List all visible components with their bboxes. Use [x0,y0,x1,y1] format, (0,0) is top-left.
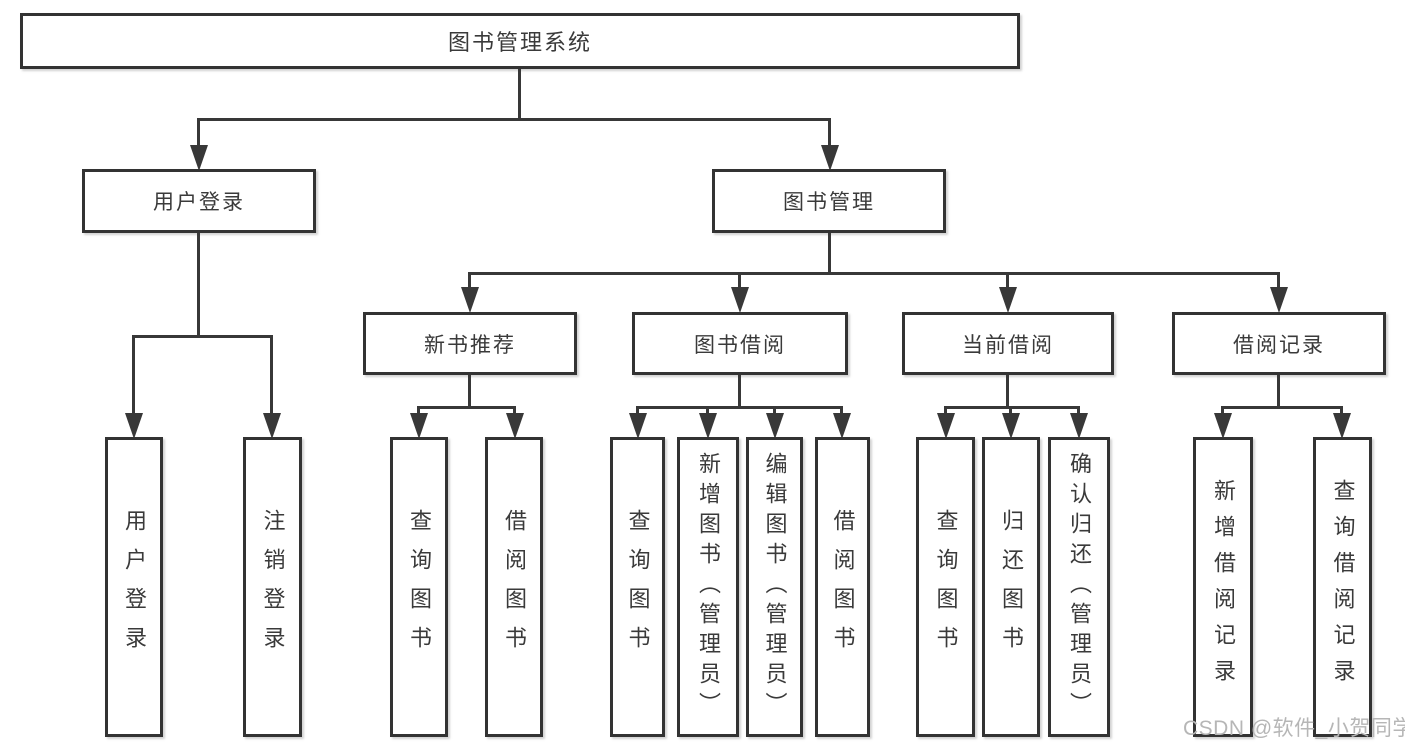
arrow-down-icon [506,413,524,439]
arrow-down-icon [699,413,717,439]
leaf-return-books: 归还图书 [982,437,1040,737]
leaf-label: 查询借阅记录 [1330,479,1356,695]
arrow-down-icon [125,413,143,439]
arrow-down-icon [1333,413,1351,439]
connector-rail [944,406,1080,409]
leaf-label: 新增图书（管理员） [696,452,721,722]
leaf-label: 用户登录 [122,509,147,665]
connector-book-mgmt-stem [828,233,831,275]
node-current-borrow: 当前借阅 [902,312,1114,375]
leaf-label: 借阅图书 [830,509,856,665]
node-user-login: 用户登录 [82,169,316,233]
connector-stem [1277,375,1280,409]
leaf-user-login: 用户登录 [105,437,163,737]
connector-stem [1009,406,1012,416]
leaf-logout: 注销登录 [243,437,302,737]
leaf-label: 编辑图书（管理员） [762,452,788,722]
arrow-down-icon [999,287,1017,313]
leaf-add-borrow-record: 新增借阅记录 [1193,437,1253,737]
connector-level1-rail [197,118,831,121]
connector-stem [1006,272,1009,290]
connector-stem [1340,406,1343,416]
connector-level2-rail [468,272,1280,275]
connector-stem [1277,272,1280,290]
connector-rail [636,406,843,409]
leaf-label: 查询图书 [407,509,432,665]
connector-user-login-stem [197,233,200,338]
node-label: 图书管理系统 [447,30,592,55]
leaf-query-borrow-record: 查询借阅记录 [1313,437,1372,737]
connector-rail [417,406,516,409]
connector-stem [1077,406,1080,416]
node-label: 新书推荐 [424,333,516,357]
node-borrow-records: 借阅记录 [1172,312,1386,375]
connector-stem [1006,375,1009,409]
node-label: 用户登录 [153,191,245,214]
connector-stem [773,406,776,416]
leaf-label: 查询图书 [933,509,959,665]
connector-stem [270,335,273,415]
connector-stem [513,406,516,416]
leaf-query-books-borrow: 查询图书 [610,437,665,737]
leaf-add-books-admin: 新增图书（管理员） [677,437,739,737]
connector-stem [828,118,831,147]
arrow-down-icon [1270,287,1288,313]
leaf-label: 确认归还（管理员） [1067,452,1092,722]
leaf-borrow-books-recommend: 借阅图书 [485,437,543,737]
connector-user-login-rail [132,335,273,338]
leaf-label: 借阅图书 [502,509,527,665]
leaf-label: 注销登录 [260,509,286,665]
leaf-edit-books-admin: 编辑图书（管理员） [746,437,803,737]
arrow-down-icon [410,413,428,439]
arrow-down-icon [1002,413,1020,439]
arrow-down-icon [833,413,851,439]
arrow-down-icon [461,287,479,313]
connector-stem [840,406,843,416]
connector-root-stem [518,69,521,121]
node-label: 当前借阅 [962,333,1054,357]
node-new-book-recommend: 新书推荐 [363,312,577,375]
arrow-down-icon [766,413,784,439]
leaf-borrow-books: 借阅图书 [815,437,870,737]
arrow-down-icon [629,413,647,439]
arrow-down-icon [1214,413,1232,439]
node-label: 图书管理 [783,191,875,214]
connector-stem [738,375,741,409]
connector-stem [132,335,135,415]
connector-stem [417,406,420,416]
leaf-label: 归还图书 [999,509,1024,665]
arrow-down-icon [1070,413,1088,439]
arrow-down-icon [937,413,955,439]
connector-stem [738,272,741,290]
leaf-label: 新增借阅记录 [1211,479,1236,695]
node-book-management: 图书管理 [712,169,946,233]
connector-stem [706,406,709,416]
connector-stem [1221,406,1224,416]
arrow-down-icon [821,145,839,171]
connector-stem [197,118,200,147]
connector-stem [468,375,471,409]
csdn-watermark: CSDN @软件_小贺同学 [1183,717,1405,740]
leaf-query-books-current: 查询图书 [916,437,975,737]
arrow-down-icon [263,413,281,439]
leaf-confirm-return-admin: 确认归还（管理员） [1048,437,1110,737]
node-label: 图书借阅 [694,333,786,357]
arrow-down-icon [190,145,208,171]
connector-rail [1221,406,1343,409]
connector-stem [636,406,639,416]
node-library-management-system: 图书管理系统 [20,13,1020,69]
leaf-query-books-recommend: 查询图书 [390,437,448,737]
connector-stem [468,272,471,290]
node-book-borrow: 图书借阅 [632,312,848,375]
leaf-label: 查询图书 [625,509,651,665]
arrow-down-icon [731,287,749,313]
connector-stem [944,406,947,416]
node-label: 借阅记录 [1233,333,1325,357]
